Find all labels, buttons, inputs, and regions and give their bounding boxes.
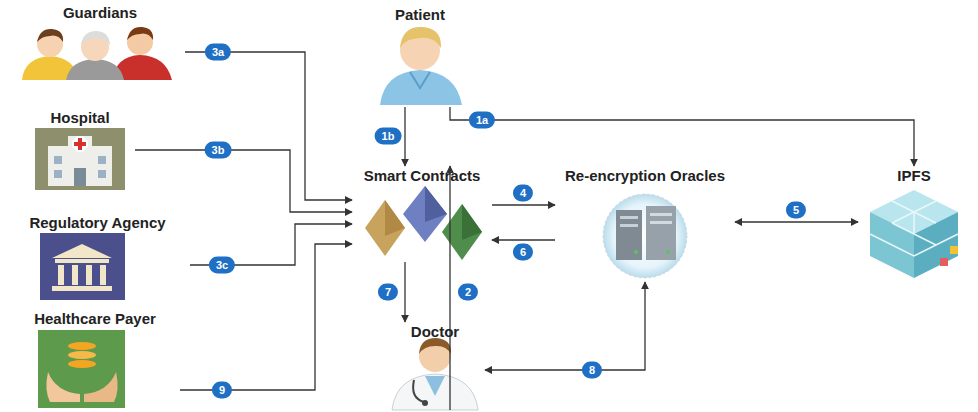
node-title: Hospital [25,108,135,127]
callout-number: 7 [378,284,398,301]
icon-node: Healthcare Payer [10,309,180,409]
callout-number: 8 [582,362,602,379]
node-title: Smart Contracts [352,166,492,185]
node-title: Re-encryption Oracles [555,166,735,185]
callout-number: 9 [212,382,232,399]
icon-node: Re-encryption Oracles [555,166,735,282]
node-title: Regulatory Agency [5,213,190,232]
agency-icon [40,233,125,300]
callout-number: 2 [458,284,478,301]
icon-node: Guardians [15,3,185,83]
icon-node: Smart Contracts [352,166,492,262]
flow-arrow [404,262,405,322]
node-title: Healthcare Payer [10,309,180,328]
flow-arrow [485,282,645,370]
flow-arrow [135,150,352,212]
hospital-icon [35,128,125,190]
callout-number: 5 [786,202,806,219]
callout-number: 3a [205,44,231,61]
flow-arrow [735,221,858,222]
payer-icon [38,330,125,408]
callout-number: 6 [513,244,533,261]
callout-number: 3c [209,257,235,274]
flow-arrow [492,204,555,205]
oracle-icon [603,194,687,278]
callout-number: 3b [205,142,232,159]
ethereum-icon [365,186,482,260]
flow-arrow [492,239,555,240]
flow-arrow [450,107,914,166]
guardians-icon [22,27,172,80]
node-title: Doctor [385,322,485,341]
flow-arrow [404,107,405,166]
doctor-icon [392,338,478,410]
flow-arrow [449,166,450,410]
node-title: IPFS [858,166,970,185]
callout-number: 1a [469,112,495,129]
node-title: Guardians [15,3,185,22]
callout-number: 1b [375,128,402,145]
callout-number: 4 [513,185,533,202]
ipfs-cubes-icon [870,190,958,278]
flow-arrow [185,52,352,200]
icon-node: Patient [370,5,470,107]
icon-node: Regulatory Agency [5,213,190,303]
flow-arrow [180,244,352,390]
patient-icon [380,27,462,105]
node-title: Patient [370,5,470,24]
icon-node: Doctor [385,322,485,410]
icon-node: IPFS [858,166,970,282]
icon-node: Hospital [25,108,135,192]
